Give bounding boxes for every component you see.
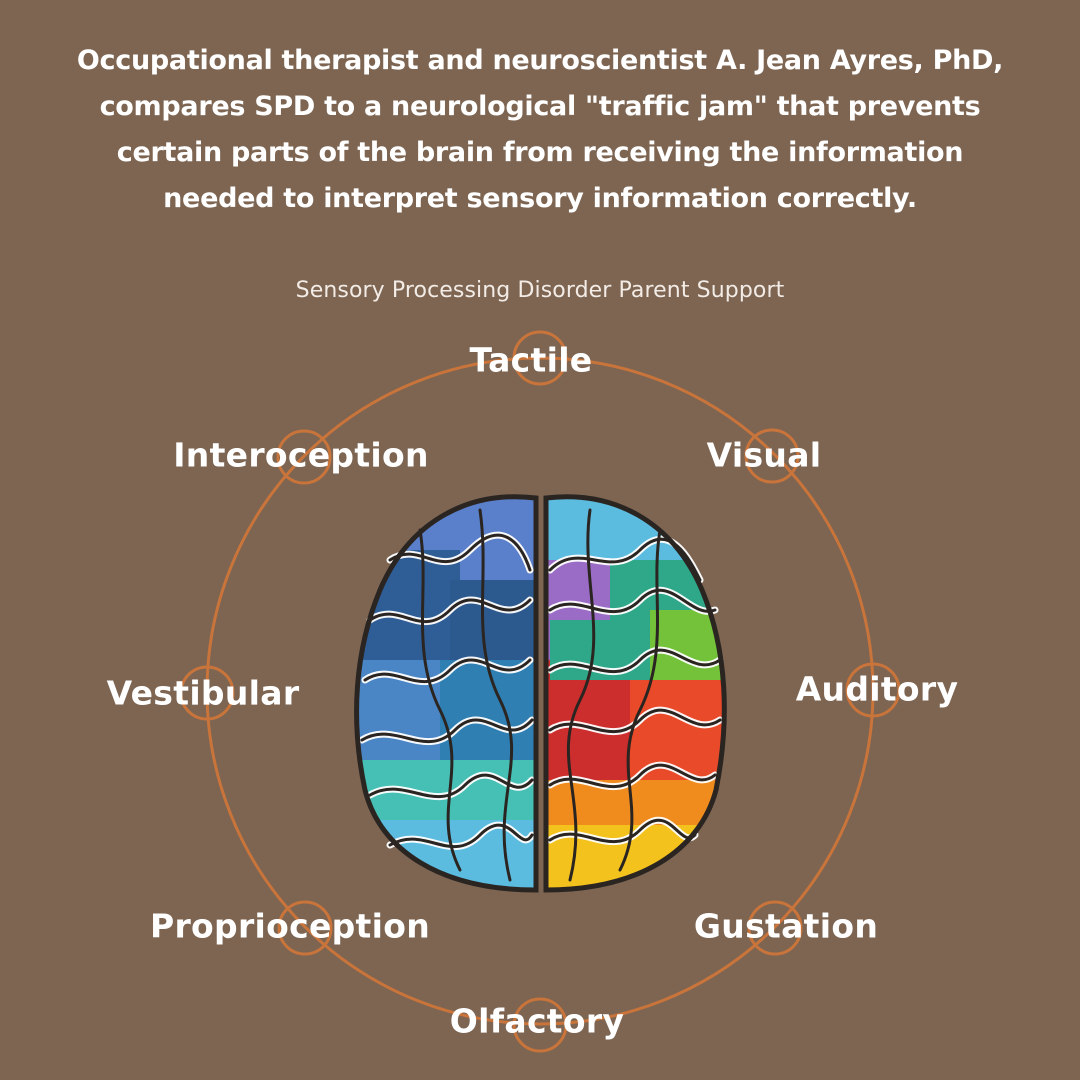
quote-text: Occupational therapist and neuroscientis… — [40, 38, 1040, 222]
sense-label-vestibular: Vestibular — [106, 673, 300, 713]
quote-line: compares SPD to a neurological "traffic … — [99, 91, 981, 122]
node-circle-auditory — [845, 662, 901, 718]
brain-icon — [354, 494, 727, 893]
quote-line: needed to interpret sensory information … — [163, 183, 917, 214]
node-circle-tactile — [512, 330, 568, 386]
node-circle-proprioception — [277, 900, 333, 956]
quote-line: Occupational therapist and neuroscientis… — [76, 45, 1004, 76]
sense-label-tactile: Tactile — [469, 340, 593, 380]
sense-label-interoception: Interoception — [173, 435, 429, 475]
sense-label-visual: Visual — [706, 435, 822, 475]
node-circle-gustation — [747, 900, 803, 956]
node-circle-olfactory — [512, 997, 568, 1053]
subtitle: Sensory Processing Disorder Parent Suppo… — [295, 278, 785, 303]
sense-label-gustation: Gustation — [693, 906, 879, 946]
node-circle-vestibular — [179, 665, 235, 721]
sense-label-proprioception: Proprioception — [149, 906, 431, 946]
sense-label-auditory: Auditory — [795, 669, 959, 709]
quote-line: certain parts of the brain from receivin… — [116, 137, 964, 168]
node-circle-visual — [744, 428, 800, 484]
node-circle-interoception — [276, 429, 332, 485]
sense-label-olfactory: Olfactory — [449, 1001, 625, 1041]
